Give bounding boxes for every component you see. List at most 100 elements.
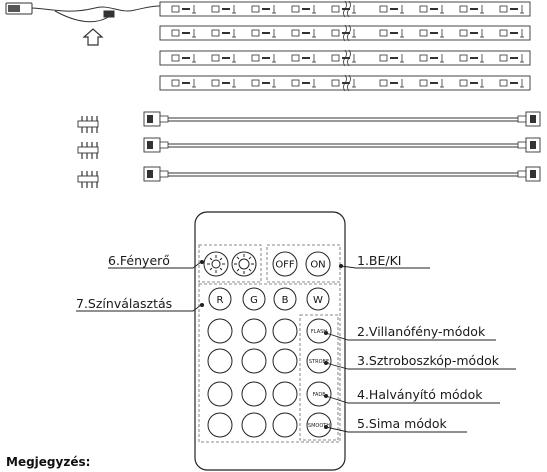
green-button[interactable]: G bbox=[242, 287, 266, 311]
smooth-button[interactable]: SMOOTH bbox=[306, 412, 332, 438]
led-strip bbox=[159, 0, 531, 18]
led-strip bbox=[159, 74, 531, 92]
callouts bbox=[76, 259, 516, 433]
fade-modes-label: 4.Halványító módok bbox=[357, 387, 483, 402]
led-chip bbox=[211, 79, 220, 87]
color-button-grid bbox=[207, 318, 298, 438]
led-chip bbox=[499, 29, 508, 37]
led-chip bbox=[379, 54, 388, 62]
led-chip bbox=[459, 79, 468, 87]
color-button[interactable] bbox=[241, 348, 267, 374]
led-chip bbox=[211, 5, 220, 13]
color-button[interactable] bbox=[241, 412, 267, 438]
white-button-label: W bbox=[313, 295, 323, 306]
white-button[interactable]: W bbox=[306, 287, 330, 311]
fade-button-label: FADE bbox=[313, 392, 326, 398]
power-label: 1.BE/KI bbox=[357, 253, 402, 268]
smooth-modes-label: 5.Sima módok bbox=[357, 416, 448, 431]
led-chip bbox=[419, 54, 428, 62]
blue-button[interactable]: B bbox=[273, 287, 297, 311]
led-chip bbox=[251, 54, 260, 62]
off-button[interactable]: OFF bbox=[272, 251, 298, 277]
led-chip bbox=[291, 79, 300, 87]
color-button[interactable] bbox=[272, 348, 298, 374]
flash-button-label: FLASH bbox=[311, 329, 327, 335]
led-chip bbox=[419, 29, 428, 37]
sun-large-icon bbox=[234, 254, 254, 274]
strobe-button-label: STROBE bbox=[309, 359, 329, 365]
led-strips bbox=[159, 0, 531, 92]
led-chip bbox=[251, 79, 260, 87]
led-chip bbox=[459, 54, 468, 62]
remote-control: OFF ON R G B W FLASH bbox=[194, 211, 346, 471]
led-chip bbox=[379, 79, 388, 87]
led-chip bbox=[419, 79, 428, 87]
led-chip bbox=[331, 54, 340, 62]
led-chip bbox=[419, 5, 428, 13]
led-chip bbox=[251, 5, 260, 13]
blue-button-label: B bbox=[282, 295, 289, 306]
mode-group bbox=[299, 314, 339, 441]
button-grid-group bbox=[198, 283, 341, 443]
on-button[interactable]: ON bbox=[305, 251, 331, 277]
led-chip bbox=[331, 5, 340, 13]
led-chip bbox=[459, 5, 468, 13]
led-chip bbox=[171, 54, 180, 62]
strobe-modes-label: 3.Sztroboszkóp-módok bbox=[357, 353, 500, 368]
red-button[interactable]: R bbox=[208, 287, 232, 311]
up-arrow-icon bbox=[82, 28, 104, 46]
usb-cable bbox=[5, 2, 161, 23]
sun-small-icon bbox=[207, 255, 225, 273]
red-button-label: R bbox=[217, 295, 224, 306]
led-chip bbox=[171, 5, 180, 13]
pin-connector bbox=[77, 146, 99, 154]
power-group bbox=[266, 244, 341, 283]
connector-cable bbox=[77, 137, 541, 159]
color-button[interactable] bbox=[272, 412, 298, 438]
led-chip bbox=[459, 29, 468, 37]
smooth-button-label: SMOOTH bbox=[308, 423, 330, 429]
green-button-label: G bbox=[250, 295, 258, 306]
brightness-label: 6.Fényerő bbox=[108, 253, 170, 268]
off-button-label: OFF bbox=[275, 260, 295, 271]
color-button[interactable] bbox=[207, 381, 233, 407]
led-chip bbox=[379, 5, 388, 13]
led-chip bbox=[211, 29, 220, 37]
led-chip bbox=[499, 54, 508, 62]
strobe-button[interactable]: STROBE bbox=[306, 348, 332, 374]
led-chip bbox=[291, 5, 300, 13]
led-chip bbox=[379, 29, 388, 37]
led-chip bbox=[171, 29, 180, 37]
led-chip bbox=[251, 29, 260, 37]
color-button[interactable] bbox=[272, 318, 298, 344]
led-chip bbox=[331, 79, 340, 87]
led-chip bbox=[499, 5, 508, 13]
connector-cable bbox=[77, 111, 541, 133]
led-chip bbox=[171, 79, 180, 87]
fade-button[interactable]: FADE bbox=[306, 381, 332, 407]
color-button[interactable] bbox=[207, 348, 233, 374]
led-chip bbox=[291, 54, 300, 62]
led-strip bbox=[159, 24, 531, 42]
color-button[interactable] bbox=[207, 318, 233, 344]
color-select-label: 7.Színválasztás bbox=[76, 296, 172, 311]
led-strip bbox=[159, 49, 531, 67]
connector-cables bbox=[77, 111, 541, 188]
color-button[interactable] bbox=[241, 381, 267, 407]
note-heading: Megjegyzés: bbox=[6, 455, 91, 469]
color-button[interactable] bbox=[207, 412, 233, 438]
flash-button[interactable]: FLASH bbox=[306, 318, 332, 344]
led-chip bbox=[331, 29, 340, 37]
color-button[interactable] bbox=[272, 381, 298, 407]
led-chip bbox=[499, 79, 508, 87]
brightness-up-button[interactable] bbox=[231, 251, 257, 277]
brightness-group bbox=[198, 244, 262, 283]
color-button[interactable] bbox=[241, 318, 267, 344]
pin-connector bbox=[77, 175, 99, 183]
remote-body bbox=[194, 211, 346, 471]
led-chip bbox=[211, 54, 220, 62]
brightness-down-button[interactable] bbox=[203, 251, 229, 277]
connector-cable bbox=[77, 166, 541, 188]
pin-connector bbox=[77, 120, 99, 128]
